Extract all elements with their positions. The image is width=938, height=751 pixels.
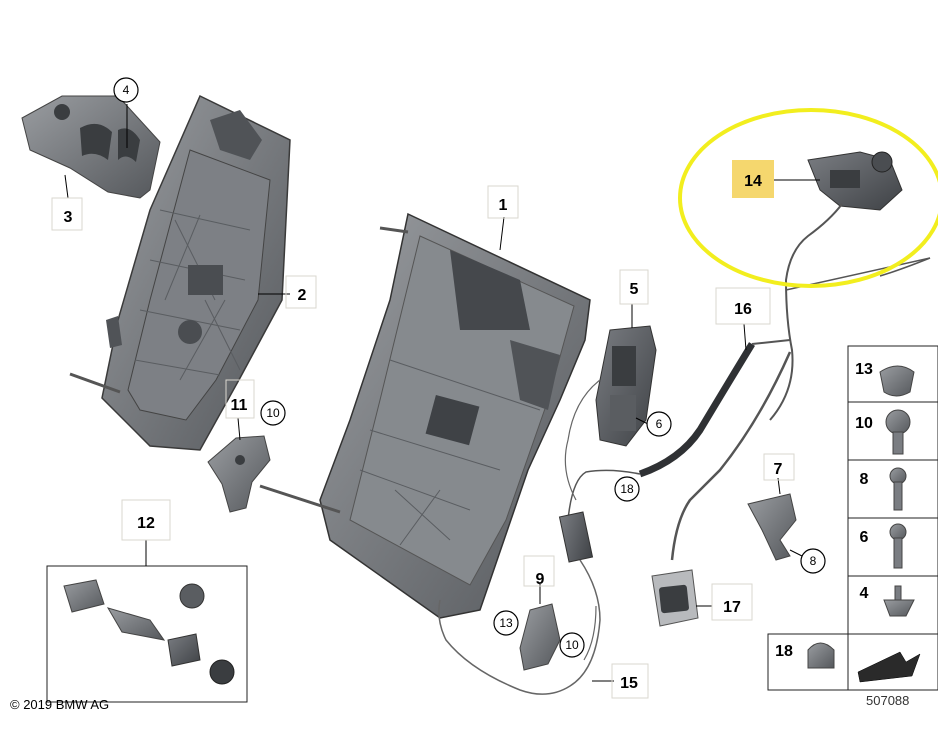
callout-9: 9 <box>536 571 545 588</box>
highlight-ellipse <box>678 108 938 288</box>
switch-cover-part-17 <box>651 569 699 627</box>
circle-callout-10-a: 10 <box>266 406 280 420</box>
callout-11: 11 <box>231 397 248 414</box>
backrest-frame-part-2 <box>69 94 291 451</box>
legend-13: 13 <box>855 361 873 378</box>
bracket-part-11 <box>207 435 271 513</box>
highlight-box-14 <box>732 160 774 198</box>
copyright-text: © 2019 BMW AG <box>10 697 110 712</box>
legend-18: 18 <box>775 643 793 660</box>
bracket-part-7 <box>747 493 797 561</box>
callout-14: 14 <box>744 173 762 190</box>
callout-1: 1 <box>499 197 508 214</box>
callout-15: 15 <box>620 675 638 692</box>
part-12-box <box>46 565 248 703</box>
circle-callout-8: 8 <box>810 554 817 568</box>
circle-callout-6: 6 <box>656 417 663 431</box>
lock-bracket-part-5 <box>595 325 657 447</box>
legend-6: 6 <box>860 529 869 546</box>
switch-part-15 <box>558 511 594 563</box>
legend-10: 10 <box>855 415 873 432</box>
bracket-part-9 <box>519 603 561 671</box>
circle-callout-4: 4 <box>123 83 130 97</box>
circle-callout-18: 18 <box>620 482 634 496</box>
legend-4: 4 <box>860 585 869 602</box>
legend-8: 8 <box>860 471 869 488</box>
circle-callout-10-b: 10 <box>565 638 579 652</box>
circle-callout-13: 13 <box>499 616 513 630</box>
callout-12: 12 <box>137 515 155 532</box>
callout-16: 16 <box>734 301 752 318</box>
release-actuator-part-14 <box>807 151 903 211</box>
document-number: 507088 <box>866 693 910 708</box>
part-12-components <box>63 579 235 685</box>
callout-7: 7 <box>774 461 783 478</box>
callout-2: 2 <box>298 287 307 304</box>
cover-part-3 <box>21 95 161 199</box>
seat-frame-part-1 <box>259 212 591 619</box>
callout-3: 3 <box>64 209 73 226</box>
callout-5: 5 <box>630 281 639 298</box>
arrow-symbol-icon <box>857 651 921 683</box>
callout-17: 17 <box>723 599 741 616</box>
hardware-legend <box>767 345 938 691</box>
